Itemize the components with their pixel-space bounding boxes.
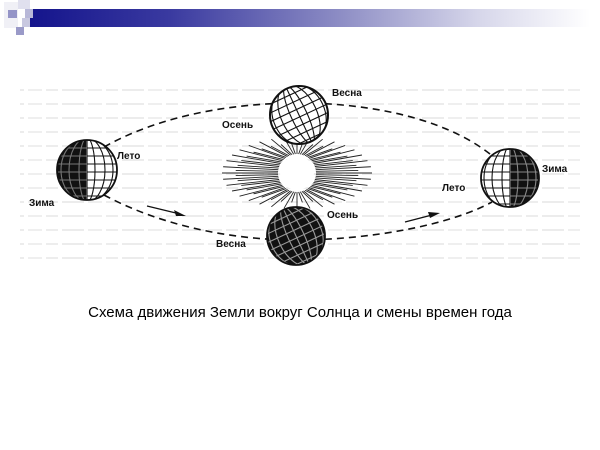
slide-caption: Схема движения Земли вокруг Солнца и сме… (88, 304, 512, 321)
deco-square (16, 27, 24, 35)
label-spring-bottom: Весна (216, 239, 246, 250)
sun-icon (280, 156, 314, 190)
slide-header-decoration (0, 0, 600, 40)
label-autumn-top: Осень (222, 120, 254, 131)
label-winter-right: Зима (542, 164, 568, 175)
orbit-arrow-icon (404, 212, 440, 223)
earth-globe-right-icon (480, 148, 540, 208)
deco-square (4, 2, 18, 28)
sun-rays-icon (222, 137, 372, 209)
label-winter-left: Зима (29, 198, 55, 209)
orbit-arrow-icon (146, 205, 186, 216)
orbit-diagram-graphic (20, 76, 580, 275)
label-spring-top: Весна (332, 88, 362, 99)
earth-globe-top-icon (260, 76, 338, 154)
header-gradient-bar (30, 9, 590, 27)
deco-square (25, 9, 33, 18)
label-autumn-bottom: Осень (327, 210, 359, 221)
orbit-diagram: Лето Зима Весна Осень Осень Весна Зима Л… (0, 40, 600, 290)
deco-square (18, 0, 30, 9)
earth-globe-bottom-icon (257, 197, 335, 275)
deco-square (22, 18, 31, 27)
label-summer-left: Лето (117, 151, 141, 162)
label-summer-right: Лето (442, 183, 466, 194)
